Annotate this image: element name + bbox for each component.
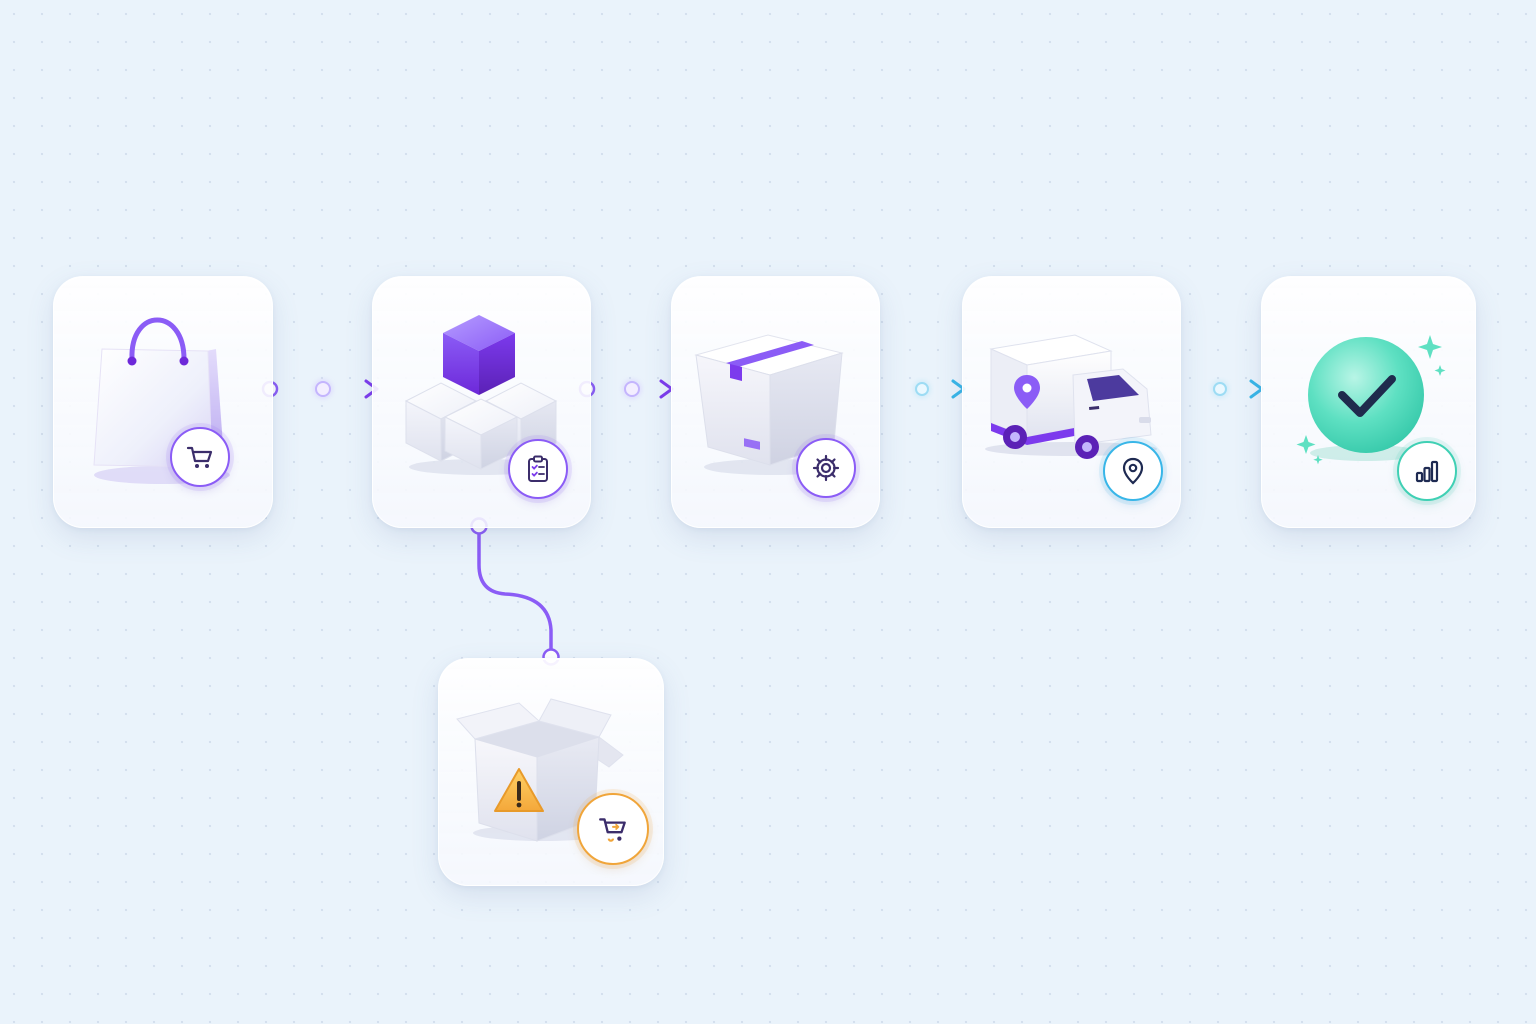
cart-icon-badge [170,427,230,487]
delivery-truck-icon [985,334,1157,459]
connector-packing-to-shipping [878,379,966,399]
cart-return-icon [599,818,626,842]
step-card-exception[interactable] [438,658,664,886]
clipboard-checklist-icon [528,455,548,482]
location-pin-icon-badge [1103,441,1163,501]
step-card-delivered[interactable] [1261,276,1476,528]
location-pin-icon [1122,457,1144,485]
connector-inventory-to-packing [578,379,674,399]
gear-icon [812,454,840,482]
cart-return-icon-badge [577,793,649,865]
gear-icon-badge [796,438,856,498]
clipboard-checklist-icon-badge [508,439,568,499]
cart-icon [186,446,213,468]
taped-box-icon [694,334,844,475]
connector-shipping-to-delivered [1180,379,1264,399]
bar-chart-icon [1415,460,1439,483]
bar-chart-icon-badge [1397,441,1457,501]
step-card-shipping[interactable] [962,276,1181,528]
step-card-inventory[interactable] [372,276,591,528]
step-card-packing[interactable] [671,276,880,528]
connector-order-to-inventory [261,379,379,399]
checkmark-circle-icon [1296,335,1446,465]
step-card-order[interactable] [53,276,273,528]
connector-inventory-to-exception [470,517,560,666]
open-box-warning-icon [456,698,624,842]
shopping-bag-icon [93,317,230,484]
